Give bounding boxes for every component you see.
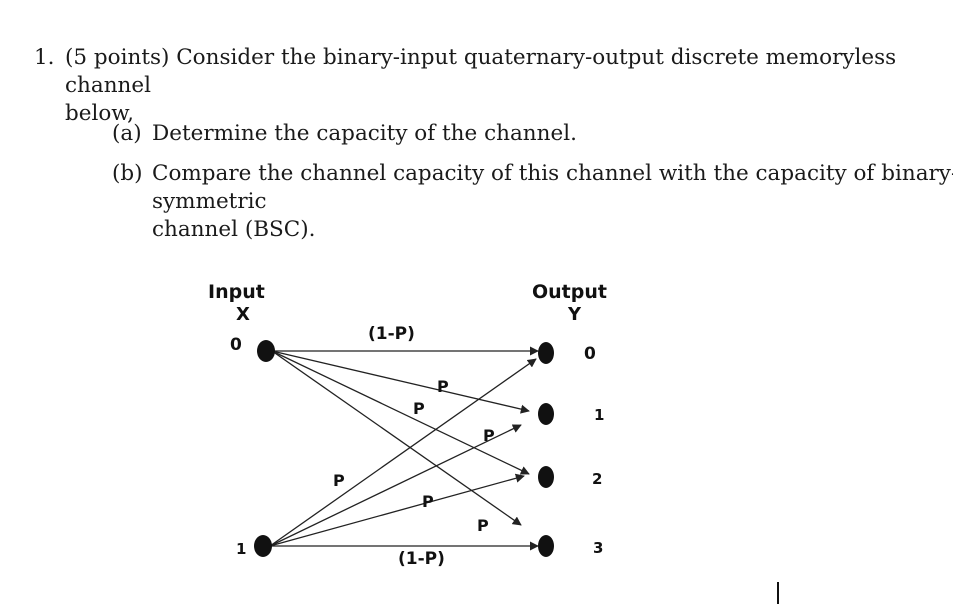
question-stem-line1: (5 points) Consider the binary-input qua… [65, 45, 897, 98]
output-label-1: 1 [594, 406, 604, 424]
part-b-label: (b) [112, 161, 143, 186]
part-a: (a) Determine the capacity of the channe… [112, 120, 953, 148]
output-variable: Y [567, 304, 582, 325]
edge-1-to-0 [269, 358, 537, 547]
edge-label-p6: P [477, 516, 489, 535]
edge-0-to-2 [271, 350, 530, 475]
edge-1-to-1 [269, 424, 522, 547]
part-b-text-line1: Compare the channel capacity of this cha… [152, 161, 953, 214]
part-b: (b) Compare the channel capacity of this… [112, 160, 953, 244]
input-title: Input [208, 281, 265, 303]
edge-label-p5: P [422, 492, 434, 511]
output-node-0 [538, 342, 554, 364]
edge-label-bottom: (1-P) [398, 549, 445, 569]
input-node-0 [257, 340, 275, 362]
question-1: 1. (5 points) Consider the binary-input … [34, 44, 934, 128]
question-number: 1. [34, 45, 55, 70]
part-a-label: (a) [112, 121, 142, 146]
output-label-3: 3 [593, 539, 603, 557]
output-node-2 [538, 466, 554, 488]
edge-label-p1: P [437, 377, 449, 396]
input-node-1 [254, 535, 272, 557]
input-variable: X [236, 304, 250, 325]
output-label-2: 2 [592, 470, 602, 488]
part-a-text: Determine the capacity of the channel. [152, 121, 577, 146]
output-node-3 [538, 535, 554, 557]
question-stem-line2: below, [65, 101, 134, 126]
edge-label-p4: P [333, 471, 345, 490]
edge-label-top: (1-P) [368, 324, 415, 344]
output-label-0: 0 [584, 344, 596, 364]
part-b-text-line2: channel (BSC). [152, 217, 316, 242]
question-stem: (5 points) Consider the binary-input qua… [65, 44, 934, 128]
text-cursor [777, 582, 779, 604]
edge-label-p2: P [413, 399, 425, 418]
output-title: Output [532, 281, 607, 303]
edge-label-p3: P [483, 426, 495, 445]
edge-0-to-3 [271, 350, 522, 526]
edge-0-to-1 [271, 350, 530, 414]
output-node-1 [538, 403, 554, 425]
input-label-1: 1 [236, 540, 246, 558]
edge-1-to-2 [269, 473, 525, 547]
input-label-0: 0 [230, 335, 242, 355]
